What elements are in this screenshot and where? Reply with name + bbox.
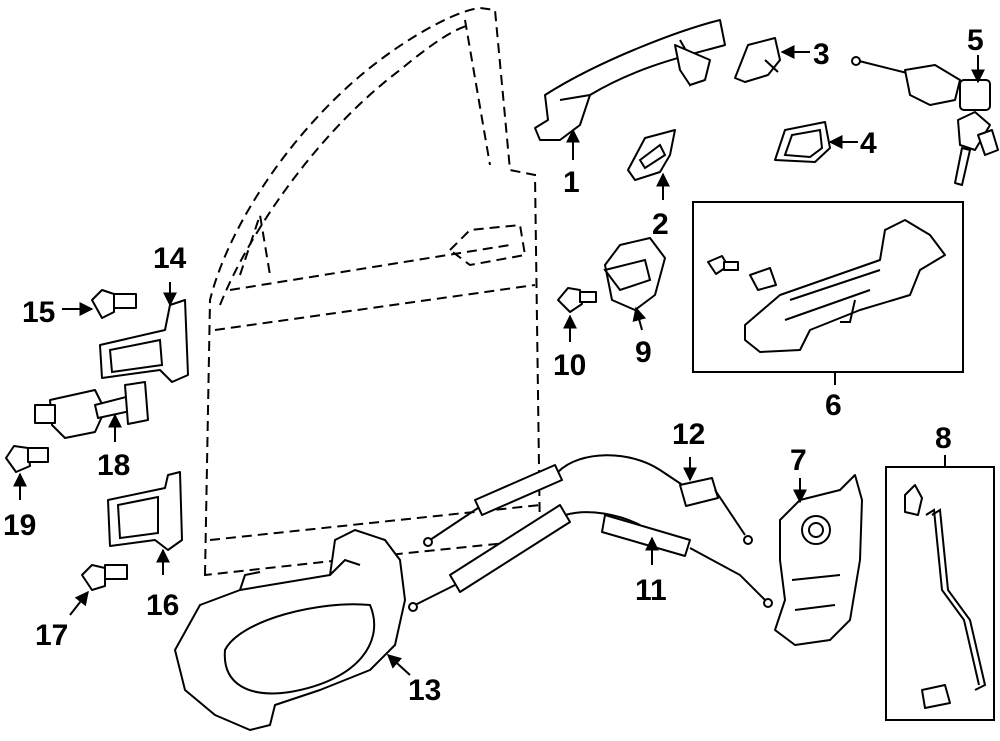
inside-door-handle (174, 529, 406, 731)
callout-15: 15 (22, 296, 55, 329)
lock-rod-clip-lower (921, 684, 951, 709)
callout-19: 19 (3, 509, 36, 542)
outside-door-handle (534, 19, 726, 141)
callout-2: 2 (652, 208, 669, 241)
callout-18: 18 (97, 449, 130, 482)
callout-13: 13 (408, 674, 441, 707)
lock-cylinder-with-keys (851, 56, 999, 186)
handle-base-frame (744, 219, 946, 353)
inside-handle-cable-upper (423, 454, 753, 547)
door-lock-actuator (774, 474, 863, 646)
callout-8: 8 (935, 422, 952, 455)
callout-3: 3 (813, 38, 830, 71)
callout-11: 11 (635, 574, 667, 607)
handle-base-kit-box (692, 201, 964, 373)
leader-13 (386, 654, 411, 676)
callout-6: 6 (825, 389, 842, 422)
callout-12: 12 (672, 418, 705, 451)
striker-bolt (557, 287, 597, 313)
lock-rod-clip-upper (904, 484, 923, 516)
upper-hinge-bolt (91, 289, 137, 319)
handle-base-screw (707, 255, 739, 275)
callout-10: 10 (553, 349, 586, 382)
leader-9 (632, 306, 647, 331)
handle-base-grommet (749, 267, 777, 291)
upper-door-hinge (99, 299, 189, 383)
checker-bolt (5, 445, 49, 473)
handle-seal-pad (774, 121, 831, 163)
handle-cap (734, 37, 781, 83)
callout-5: 5 (967, 24, 984, 57)
callout-7: 7 (790, 444, 807, 477)
leader-17 (69, 590, 89, 616)
lower-hinge-bolt (81, 564, 128, 591)
lock-rod (925, 508, 987, 691)
callout-16: 16 (146, 589, 179, 622)
callout-4: 4 (860, 127, 877, 160)
lock-rod-kit-box (885, 466, 995, 721)
inside-handle-cable-lower (408, 504, 773, 612)
callout-9: 9 (635, 336, 652, 369)
door-striker (603, 237, 666, 311)
front-door-outline (203, 6, 542, 577)
lower-door-hinge (107, 471, 183, 551)
callout-14: 14 (153, 242, 187, 275)
callout-17: 17 (35, 619, 68, 652)
callout-1: 1 (563, 166, 580, 199)
handle-cover (627, 129, 676, 181)
door-checker (34, 381, 149, 439)
